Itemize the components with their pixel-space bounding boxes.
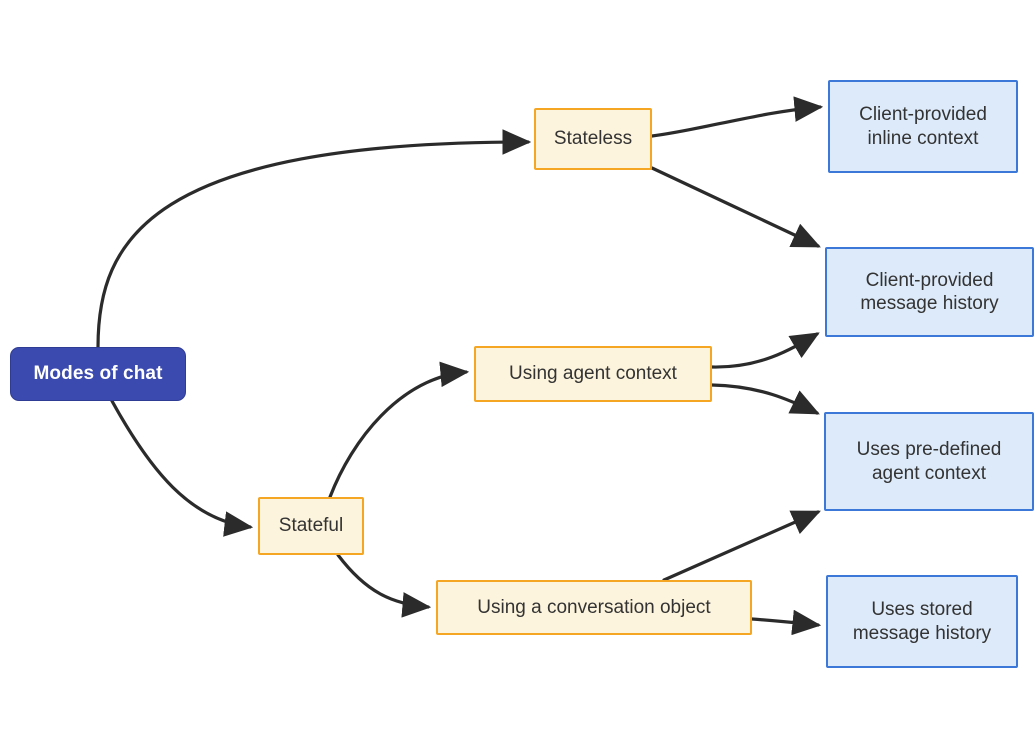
edge-stateless-inline bbox=[650, 96, 824, 138]
edge-stateful-conversation bbox=[336, 553, 432, 618]
node-label: Uses stored message history bbox=[852, 599, 992, 644]
edge-conversation-predefined bbox=[662, 510, 821, 582]
node-label: Modes of chat bbox=[33, 363, 163, 385]
node-label: Client-provided inline context bbox=[859, 104, 987, 149]
node-label: Stateful bbox=[278, 515, 344, 537]
node-stateful[interactable]: Stateful bbox=[258, 497, 364, 555]
node-label: Stateless bbox=[553, 128, 633, 150]
edge-agent-predefined bbox=[710, 383, 820, 415]
node-label: Uses pre-defined agent context bbox=[856, 439, 1002, 484]
node-using-a-conversation-object[interactable]: Using a conversation object bbox=[436, 580, 752, 635]
node-modes-of-chat[interactable]: Modes of chat bbox=[10, 347, 186, 401]
edge-stateful-agent bbox=[328, 361, 470, 499]
node-label: Client-provided message history bbox=[860, 269, 999, 314]
edge-agent-history bbox=[710, 332, 820, 369]
node-client-provided-message-history[interactable]: Client-provided message history bbox=[825, 247, 1034, 337]
node-label: Using a conversation object bbox=[477, 596, 711, 618]
node-label: Using agent context bbox=[509, 363, 677, 385]
edge-conversation-stored bbox=[750, 609, 822, 636]
edge-root-stateful bbox=[110, 399, 254, 537]
edge-root-stateless bbox=[96, 129, 532, 349]
node-client-provided-inline-context[interactable]: Client-provided inline context bbox=[828, 80, 1018, 173]
node-using-agent-context[interactable]: Using agent context bbox=[474, 346, 712, 402]
node-uses-stored-message-history[interactable]: Uses stored message history bbox=[826, 575, 1018, 668]
node-stateless[interactable]: Stateless bbox=[534, 108, 652, 170]
node-uses-pre-defined-agent-context[interactable]: Uses pre-defined agent context bbox=[824, 412, 1034, 511]
edge-stateless-history bbox=[650, 166, 821, 248]
